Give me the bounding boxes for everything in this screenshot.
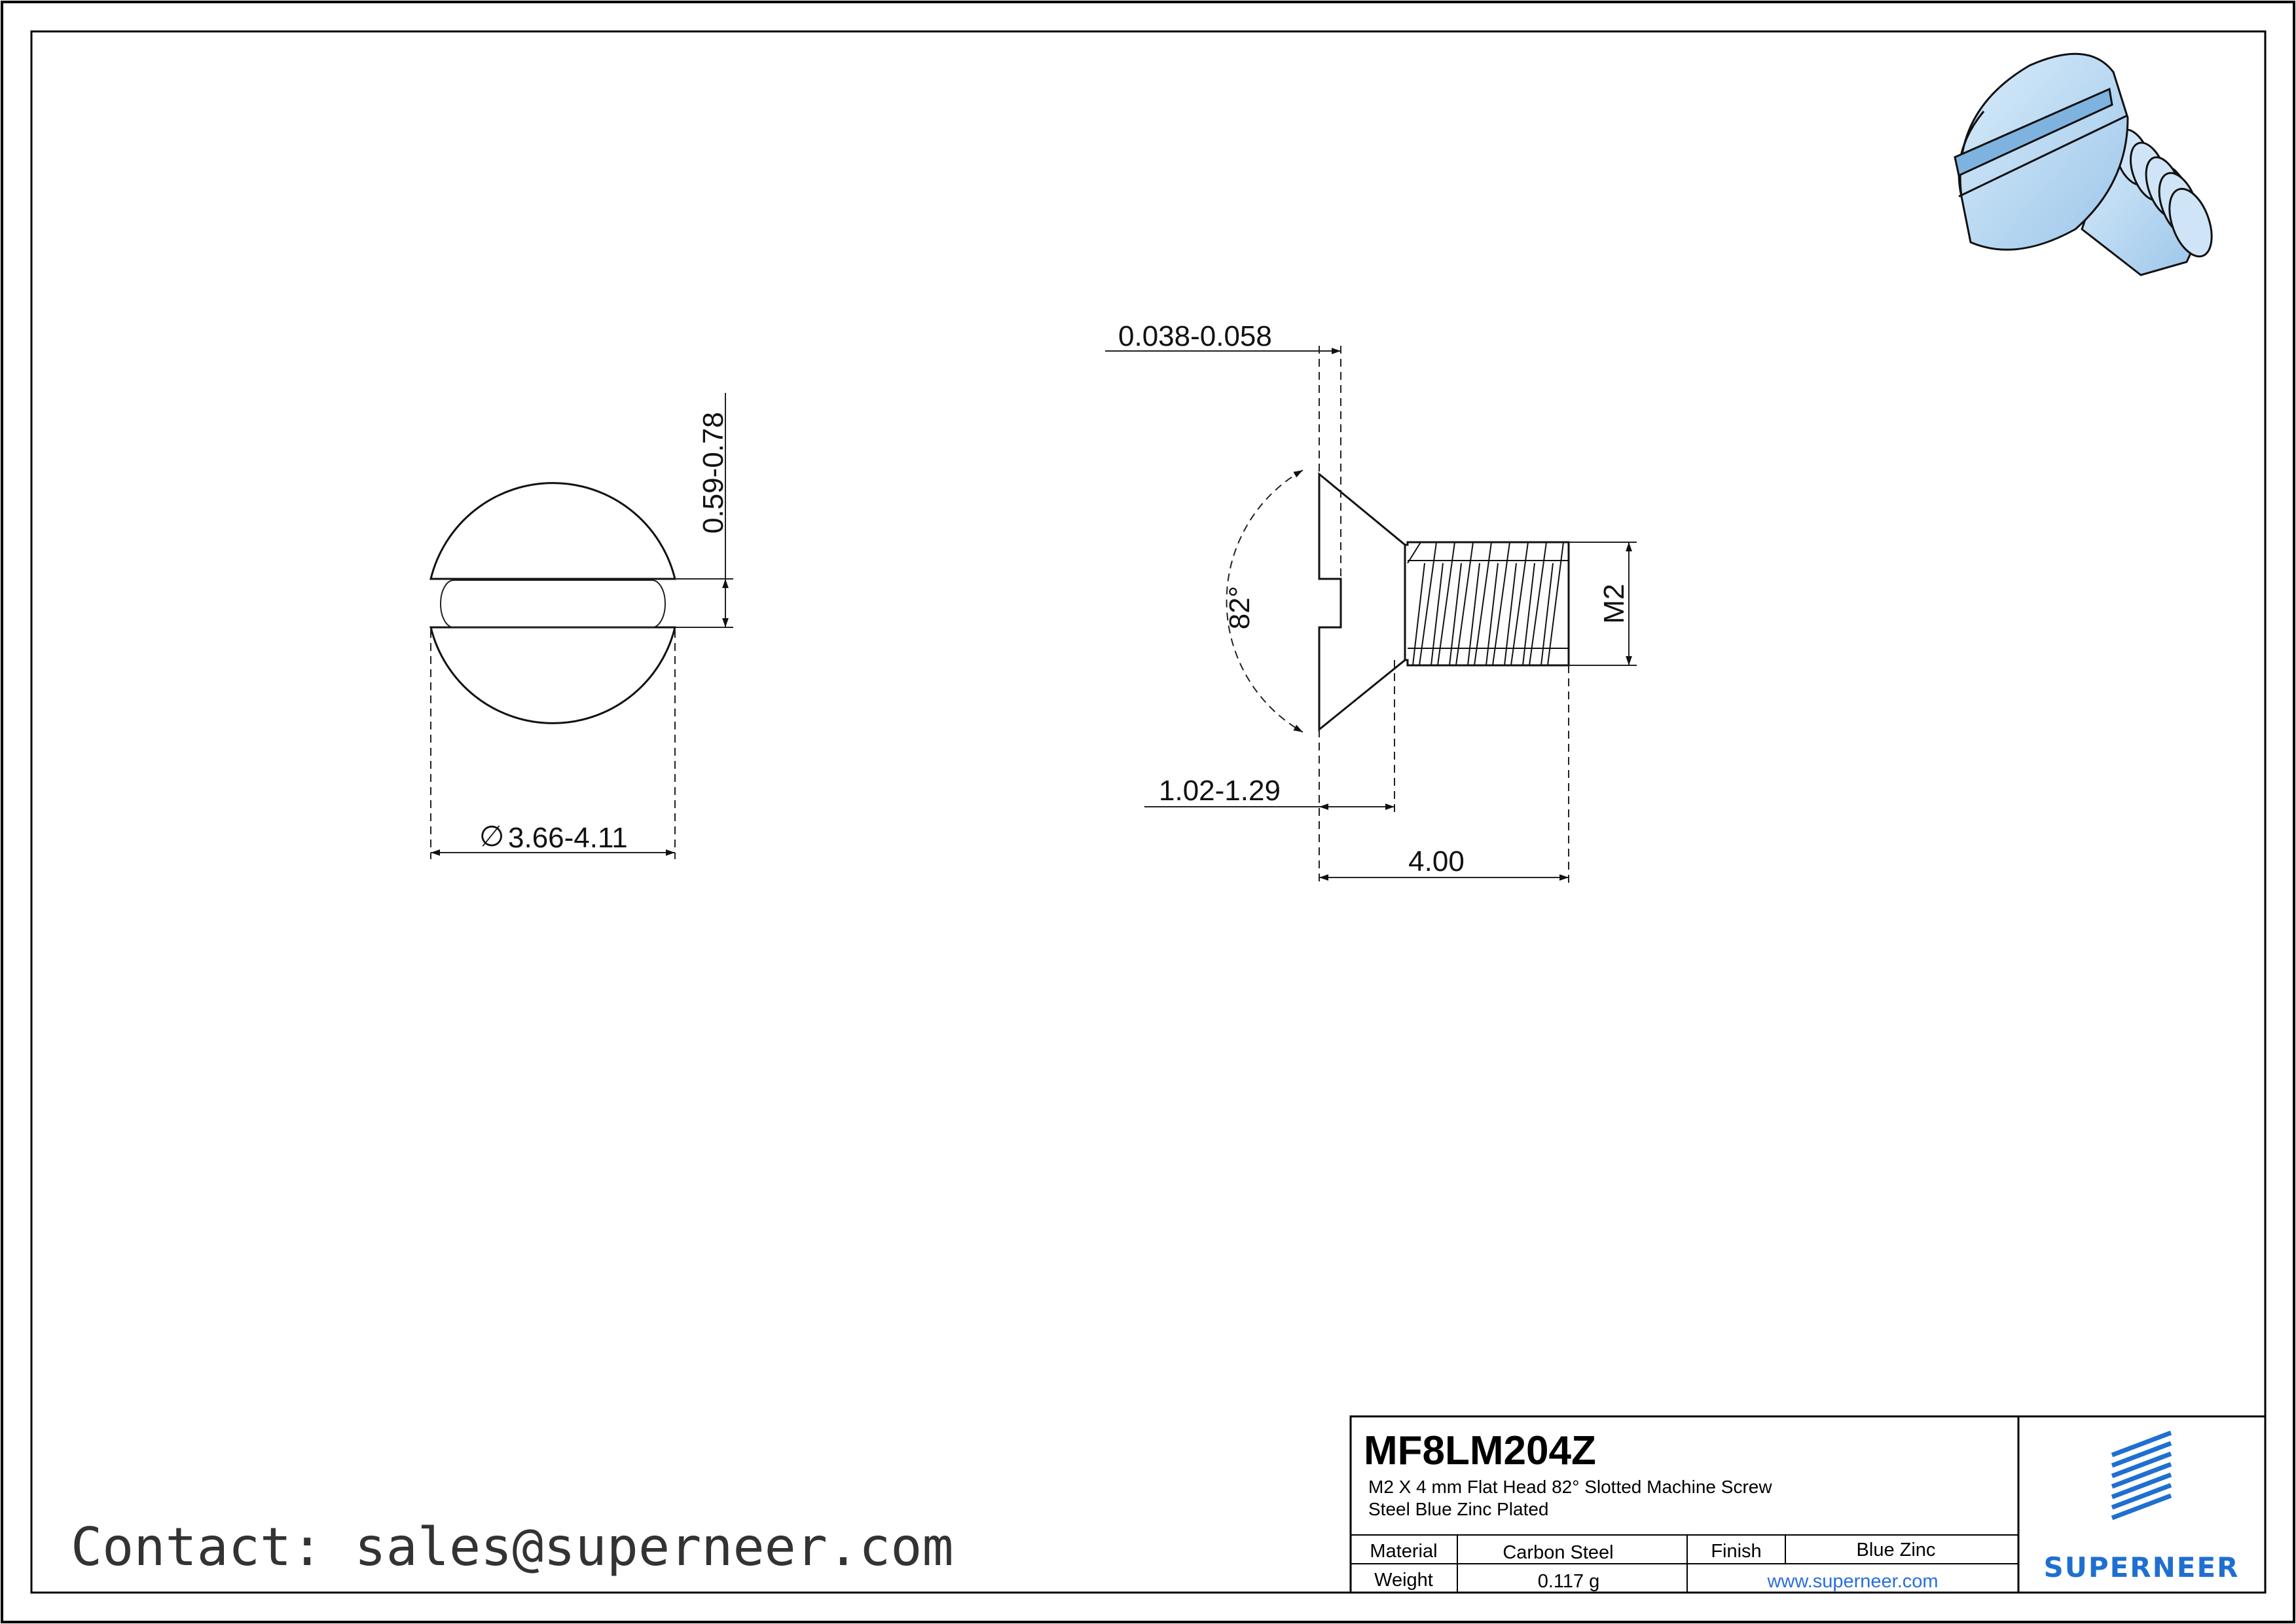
diameter-symbol: ∅ bbox=[479, 821, 504, 853]
angle-arc bbox=[1226, 470, 1303, 733]
head-upper-half bbox=[429, 482, 676, 580]
description-line2: Steel Blue Zinc Plated bbox=[1368, 1499, 1549, 1519]
head-diameter-dim: 3.66-4.11 bbox=[508, 822, 628, 854]
head-flat-dim: 0.038-0.058 bbox=[1118, 320, 1272, 352]
head-lower-half bbox=[429, 626, 676, 724]
finish-label: Finish bbox=[1711, 1541, 1761, 1562]
hidden-slot-outline bbox=[440, 580, 666, 628]
screw-head bbox=[1318, 471, 1406, 732]
slot-width-dim: 0.59-0.78 bbox=[697, 412, 729, 534]
material-label: Material bbox=[1370, 1541, 1437, 1562]
weight-label: Weight bbox=[1374, 1570, 1433, 1591]
contact-text: Contact: sales@superneer.com bbox=[71, 1517, 954, 1578]
website-link[interactable]: www.superneer.com bbox=[1766, 1571, 1938, 1592]
brand-name: SUPERNEER bbox=[2043, 1551, 2239, 1583]
material-value: Carbon Steel bbox=[1503, 1542, 1613, 1563]
slot-depth-dim: 1.02-1.29 bbox=[1159, 775, 1281, 807]
top-view: 0.59-0.78 ∅ 3.66-4.11 bbox=[429, 393, 733, 859]
part-number: MF8LM204Z bbox=[1364, 1428, 1596, 1473]
description-line1: M2 X 4 mm Flat Head 82° Slotted Machine … bbox=[1368, 1477, 1772, 1497]
finish-value: Blue Zinc bbox=[1857, 1540, 1936, 1560]
weight-value: 0.117 g bbox=[1538, 1571, 1600, 1592]
side-view: 0.038-0.058 82° 1.02-1.29 M2 4.00 bbox=[1105, 320, 1637, 883]
inner-frame bbox=[30, 30, 2267, 1594]
thread-dim: M2 bbox=[1598, 583, 1630, 623]
angle-dim: 82° bbox=[1224, 586, 1256, 630]
title-block: MF8LM204Z M2 X 4 mm Flat Head 82° Slotte… bbox=[1349, 1415, 2267, 1594]
length-dim: 4.00 bbox=[1408, 845, 1465, 877]
isometric-screw-view bbox=[1954, 52, 2213, 276]
thread-lines bbox=[1407, 542, 1569, 666]
superneer-logo-icon bbox=[2111, 1430, 2172, 1521]
